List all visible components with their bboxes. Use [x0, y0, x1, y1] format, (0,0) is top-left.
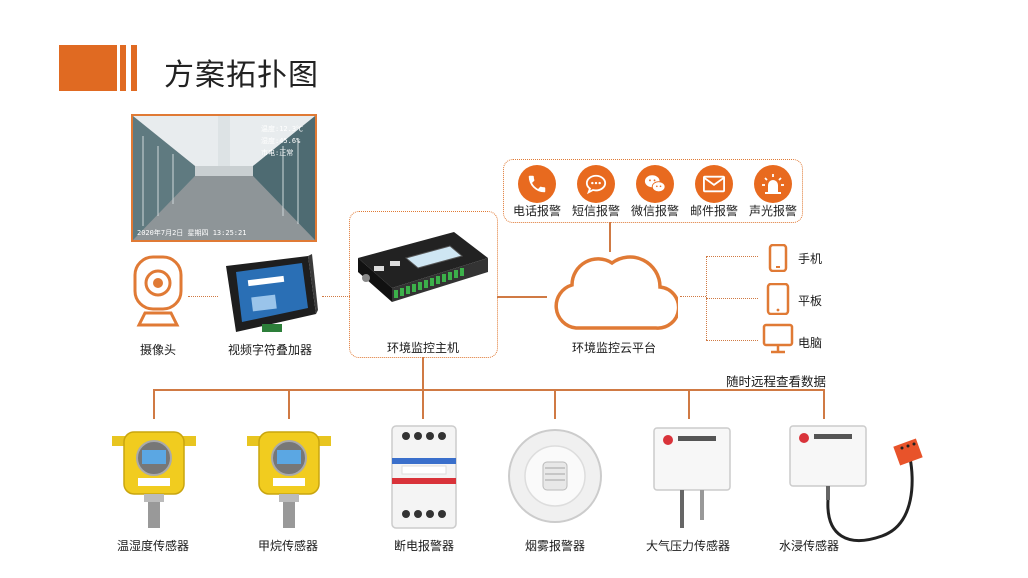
sensor-label-power-failure: 断电报警器 — [393, 539, 454, 553]
sensor-label-water: 水浸传感器 — [778, 539, 839, 553]
title-decoration-block — [59, 45, 117, 91]
wechat-icon — [636, 165, 674, 203]
sensor-label-temp-humidity: 温湿度传感器 — [116, 539, 189, 553]
cloud-clients-link — [680, 296, 706, 297]
sensor-drop-3 — [422, 389, 424, 419]
overlay-humidity: 湿度:45.6% — [261, 137, 301, 145]
surveillance-photo: 温度:12.3℃ 湿度:45.6% 市电:正常 2020年7月2日 星期四 13… — [131, 114, 317, 242]
overlay-device-label: 视频字符叠加器 — [227, 343, 312, 357]
sensor-drop-2 — [288, 389, 290, 419]
tablet-icon — [766, 283, 790, 315]
alerts-box — [503, 159, 803, 223]
sensor-bus — [153, 389, 825, 391]
alert-label-sms: 短信报警 — [571, 204, 620, 218]
water-immersion-sensor — [789, 425, 923, 542]
client-label-phone: 手机 — [798, 252, 823, 266]
overlay-datetime: 2020年7月2日 星期四 13:25:21 — [137, 229, 247, 237]
methane-sensor — [247, 431, 331, 528]
phone-device-icon — [768, 244, 788, 272]
client-label-tablet: 平板 — [798, 294, 823, 308]
phone-icon — [518, 165, 556, 203]
alert-label-siren: 声光报警 — [748, 204, 797, 218]
title-decoration-bar-2 — [131, 45, 137, 91]
host-label: 环境监控主机 — [386, 341, 459, 355]
sensor-label-pressure: 大气压力传感器 — [645, 539, 730, 553]
host-cloud-link — [497, 296, 547, 298]
camera-icon — [133, 255, 183, 327]
overlay-power: 市电:正常 — [261, 149, 294, 157]
sensor-drop-5 — [688, 389, 690, 419]
title-decoration-bar-1 — [120, 45, 126, 91]
client-link-tablet — [706, 298, 758, 299]
sensor-drop-6 — [823, 389, 825, 419]
sms-icon — [577, 165, 615, 203]
client-link-phone — [706, 256, 758, 257]
overlay-temp: 温度:12.3℃ — [261, 125, 304, 133]
siren-icon — [754, 165, 792, 203]
sensor-drop-4 — [554, 389, 556, 419]
host-device — [358, 232, 488, 302]
power-failure-alarm — [391, 425, 457, 529]
pressure-transmitter — [653, 427, 731, 528]
alerts-cloud-connector — [609, 222, 611, 252]
mail-icon — [695, 165, 733, 203]
camera-label: 摄像头 — [139, 343, 176, 357]
temp-humidity-sensor — [112, 431, 196, 528]
alert-label-wechat: 微信报警 — [630, 204, 679, 218]
client-link-computer — [706, 340, 758, 341]
host-sensor-trunk — [422, 357, 424, 390]
monitor-icon — [762, 323, 794, 354]
smoke-alarm — [508, 429, 602, 523]
sensor-label-methane: 甲烷传感器 — [257, 539, 318, 553]
video-overlay-device — [226, 254, 318, 332]
alert-label-phone: 电话报警 — [512, 204, 561, 218]
camera-overlay-link — [188, 296, 218, 297]
alert-label-mail: 邮件报警 — [689, 204, 738, 218]
sensor-drop-1 — [153, 389, 155, 419]
sensor-label-smoke: 烟雾报警器 — [524, 539, 585, 553]
overlay-host-link — [322, 296, 350, 297]
client-label-computer: 电脑 — [798, 336, 823, 350]
page-title: 方案拓扑图 — [164, 58, 319, 93]
cloud-icon — [554, 255, 678, 330]
cloud-label: 环境监控云平台 — [571, 341, 656, 355]
remote-caption: 随时远程查看数据 — [726, 374, 827, 389]
